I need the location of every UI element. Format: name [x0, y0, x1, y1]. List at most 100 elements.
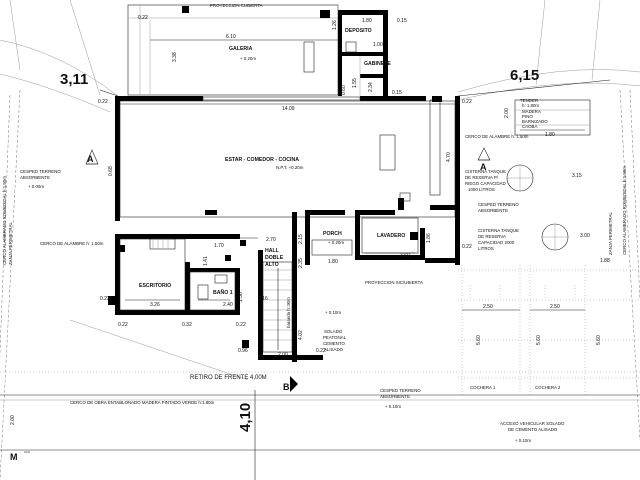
dim-022-left: 0.22 [98, 99, 108, 105]
dim-022-esc: 0.22 [100, 296, 110, 302]
dim-022-bano: 0.22 [236, 322, 246, 328]
label-solado-1: SOLADO [324, 329, 343, 334]
label-acceso-2: DE CEMENTO ALISADO [508, 427, 558, 432]
label-proyeccion-sic: PROYECCION SIC/UBIERTA [365, 280, 423, 285]
dim-215: 2.15 [298, 234, 304, 244]
label-cisterna-b-1: CISTERNA TANQUE [478, 228, 519, 233]
label-cesped-bottom-1: CESPED TERRENO [380, 388, 421, 393]
label-zanja-left: ZANJA PERIMETRAL [8, 222, 13, 265]
label-tender-5: BARNIZADO [522, 119, 548, 124]
label-cisterna-b-3: CAPACIDAD 2000 [478, 240, 515, 245]
label-cerco-obra: CERCO DE OBRA ENTABLONADO MADERA PINTADO… [70, 400, 215, 405]
label-ramp-baranda: baranda h:.90m [286, 297, 291, 328]
label-cesped-left-level: + 0.00m [28, 184, 44, 189]
label-galeria-level: + 0.20m [240, 56, 256, 61]
label-estar: ESTAR - COMEDOR - COCINA [225, 157, 299, 163]
dim-016: 0.16 [258, 296, 268, 302]
dim-180-top: 1.80 [362, 18, 372, 24]
label-tender-1: TENDER [520, 98, 538, 103]
dim-315: 3.15 [572, 173, 582, 179]
label-zanja-right: ZANJA PERIMETRAL [608, 212, 613, 255]
label-alambrado-right: CERCO ALAMBRADO ROMBOIDAL h:1.50m [622, 166, 627, 255]
label-cesped-right-1: CESPED TERRENO [478, 202, 519, 207]
dim-338: 3.38 [172, 52, 178, 62]
dim-180-tender: 1.80 [545, 132, 555, 138]
label-cesped-left-1: CESPED TERRENO [20, 169, 61, 174]
label-hall-2: DOBLE [265, 255, 284, 261]
dim-560-a: 5.60 [476, 335, 482, 345]
label-alambrado-left: CERCO ALAMBRADO ROMBOIDAL h:1.50m [2, 176, 7, 265]
dim-100: 1.00 [373, 42, 383, 48]
section-a-left: A [87, 154, 94, 164]
label-cesped-right-2: ABSORBENTE [478, 208, 508, 213]
label-cesped-left-2: ABSORBENTE [20, 175, 50, 180]
dim-068: 0.68 [108, 166, 114, 176]
dim-200-ramp: 2.00 [278, 352, 288, 358]
dim-180-porch: 1.80 [328, 259, 338, 265]
dim-141: 1.41 [203, 256, 209, 266]
dim-032: 0.32 [182, 322, 192, 328]
label-cisterna-b-2: DE RESERVA [478, 234, 506, 239]
dim-015-gab: 0.15 [392, 90, 402, 96]
galeria-block [127, 4, 388, 96]
dim-022-top: 0.22 [138, 15, 148, 21]
label-solado-4: ALISADO [324, 347, 344, 352]
dim-170: 1.70 [214, 243, 224, 249]
dim-326: 3.26 [150, 302, 160, 308]
cisterns [506, 99, 591, 251]
dim-270: 2.70 [266, 237, 276, 243]
label-acceso-level: + 0.10m [515, 438, 531, 443]
section-b: B [283, 382, 290, 392]
parking-grid [458, 265, 640, 395]
label-gabinete: GABINETE [364, 61, 391, 67]
label-porch: PORCH [323, 231, 342, 237]
dim-022-lav: 0.22 [462, 244, 472, 250]
section-m: M [10, 452, 18, 462]
label-cisterna-a-4: 1000 LITROS [468, 187, 495, 192]
dim-022-ramp: 0.22 [316, 348, 326, 354]
label-lavadero: LAVADERO [377, 233, 405, 239]
label-porch-level: + 0.20m [328, 240, 344, 245]
label-level-010: + 0.10m [325, 310, 341, 315]
dim-311: 3,11 [60, 71, 88, 88]
label-solado-3: CEMENTO [323, 341, 345, 346]
dim-022-esc-bot: 0.22 [118, 322, 128, 328]
dim-250-b: 2.50 [550, 304, 560, 310]
label-hall-3: ALTO [265, 262, 279, 268]
dim-1409: 14.09 [282, 106, 295, 112]
label-cochera-2: COCHERA 2 [535, 385, 561, 390]
dim-560-b: 5.60 [536, 335, 542, 345]
section-markers [24, 147, 491, 453]
dim-250-a: 2.50 [483, 304, 493, 310]
dim-188: 1.88 [600, 258, 610, 264]
dim-150: 1.50 [238, 292, 244, 302]
label-escritorio: ESCRITORIO [139, 283, 171, 289]
house-walls [108, 96, 460, 362]
dim-200-left: 2.00 [10, 415, 16, 425]
label-acceso-1: ACCESO VEHICULAR SOLADO [500, 421, 565, 426]
ramp [262, 261, 293, 353]
label-solado-2: PEATONAL [323, 335, 347, 340]
label-cisterna-a-2: DE RESERVA P/ [465, 175, 499, 180]
dimension-lines [99, 20, 611, 480]
room-labels: PROYECCION CUBIERTA GALERIA + 0.20m DEPO… [2, 3, 627, 462]
dim-126: 1.26 [332, 20, 338, 30]
label-cochera-1: COCHERA 1 [470, 385, 496, 390]
label-deposito: DEPOSITO [345, 28, 372, 34]
dim-060: 0.60 [341, 85, 347, 95]
dim-235: 2.35 [298, 258, 304, 268]
label-tender-2: h: 1.80m [522, 103, 539, 108]
label-bano: BAÑO 1 [213, 289, 233, 296]
dim-560-c: 5.60 [596, 335, 602, 345]
dim-022-right: 0.22 [462, 99, 472, 105]
section-a-right: A [480, 162, 487, 172]
label-tender-4: PINO [522, 114, 533, 119]
dim-096: 0.96 [238, 348, 248, 354]
label-hall-1: HALL [265, 248, 280, 254]
dim-200-tender: 2.00 [504, 108, 510, 118]
label-galeria: GALERIA [229, 46, 253, 52]
label-tender-3: MADERA [522, 109, 541, 114]
label-retiro-frente: RETIRO DE FRENTE 4,00M [190, 375, 267, 381]
